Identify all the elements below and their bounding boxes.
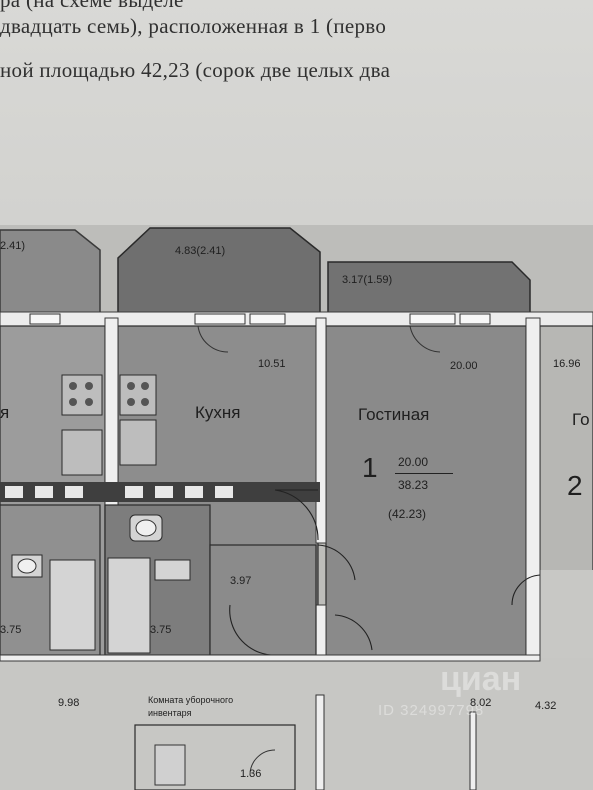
- text-line-1: ра (на схеме выделе: [0, 0, 184, 12]
- bath-area-label: 3.75: [150, 624, 172, 636]
- living-area-label: 20.00: [450, 360, 478, 372]
- fraction-line: [395, 473, 453, 474]
- apartment-1-number: 1: [362, 452, 378, 483]
- living-name: Гостиная: [358, 405, 430, 424]
- kitchen-name: Кухня: [195, 403, 241, 422]
- right-room-name: Го: [572, 410, 590, 429]
- right-room-area-label: 16.96: [553, 358, 581, 370]
- apartment-1-living: 20.00: [398, 455, 429, 469]
- kitchen-area-label: 10.51: [258, 358, 286, 370]
- far-left-balcony-label: 2.41): [0, 240, 26, 252]
- cleaning-room-label-1: Комната уборочного: [148, 695, 234, 705]
- bottom-area-4: 1.36: [240, 768, 262, 780]
- hall: [209, 544, 317, 656]
- bottom-area-1: 9.98: [58, 697, 80, 709]
- balcony-living: [327, 261, 531, 319]
- bottom-area-3: 4.32: [535, 700, 557, 712]
- apartment-2-number: 2: [567, 470, 583, 501]
- bottom-area-2: 8.02: [470, 697, 492, 709]
- balcony-living-label: 3.17(1.59): [342, 274, 393, 286]
- balcony-kitchen-label: 4.83(2.41): [175, 245, 226, 257]
- left-room-name: я: [0, 403, 10, 422]
- apartment-1-total-with-balcony: (42.23): [388, 507, 427, 521]
- left-bath-area-label: 3.75: [0, 624, 22, 636]
- hall-area-label: 3.97: [230, 575, 252, 587]
- far-left-balcony: [0, 229, 101, 316]
- watermark-brand: циан: [440, 660, 522, 698]
- watermark-id: ID 324997798: [378, 702, 485, 719]
- apartment-1-total: 38.23: [398, 478, 429, 492]
- text-line-2: двадцать семь), расположенная в 1 (перво: [0, 14, 387, 38]
- cleaning-room-label-2: инвентаря: [148, 708, 192, 718]
- living-room: [325, 325, 527, 659]
- balcony-kitchen: [117, 227, 321, 316]
- text-line-3: ной площадью 42,23 (сорок две целых два: [0, 58, 391, 82]
